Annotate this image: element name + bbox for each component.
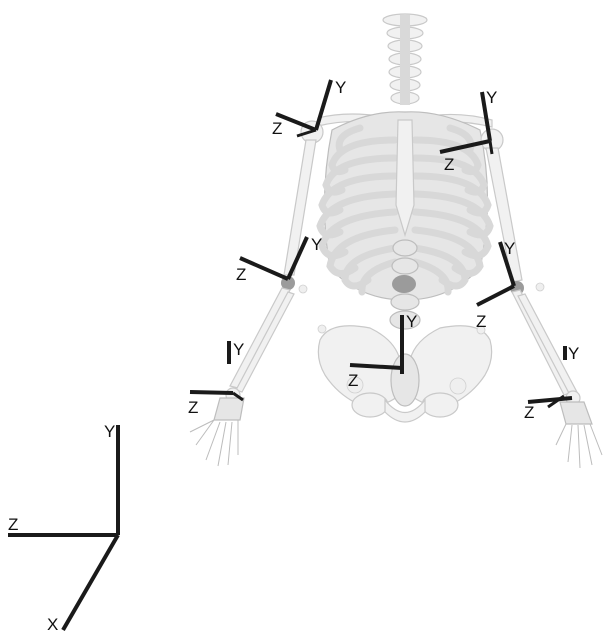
- right-wrist-z-label: Z: [188, 398, 198, 417]
- pelvis-bone: [318, 326, 491, 422]
- joint-frame-right-elbow: Y Z: [236, 235, 322, 284]
- left-elbow-y-label: Y: [504, 239, 515, 258]
- right-arm: [190, 121, 326, 466]
- left-elbow-z-axis: [477, 286, 514, 305]
- left-elbow-z-label: Z: [476, 312, 486, 331]
- left-wrist-y-label: Y: [568, 344, 579, 363]
- left-shoulder-z-label: Z: [444, 155, 454, 174]
- global-axes-triad: Y Z X: [8, 422, 118, 632]
- cervical-spine: [383, 14, 427, 105]
- left-wrist-z-label: Z: [524, 403, 534, 422]
- pelvis-z-label: Z: [348, 371, 358, 390]
- right-elbow-z-label: Z: [236, 265, 246, 284]
- global-x-label: X: [47, 615, 58, 632]
- right-elbow-z-axis: [240, 258, 288, 279]
- global-x-axis: [63, 535, 118, 630]
- left-arm: [477, 129, 602, 468]
- left-hand: [556, 402, 602, 468]
- left-shoulder-y-label: Y: [486, 88, 497, 107]
- global-z-label: Z: [8, 515, 18, 534]
- right-shoulder-y-label: Y: [335, 78, 346, 97]
- right-wrist-z-axis: [190, 392, 233, 393]
- global-y-label: Y: [104, 422, 115, 441]
- right-shoulder-z-label: Z: [272, 119, 282, 138]
- right-elbow-y-label: Y: [311, 235, 322, 254]
- right-wrist-y-label: Y: [233, 340, 244, 359]
- pelvis-y-label: Y: [406, 312, 417, 331]
